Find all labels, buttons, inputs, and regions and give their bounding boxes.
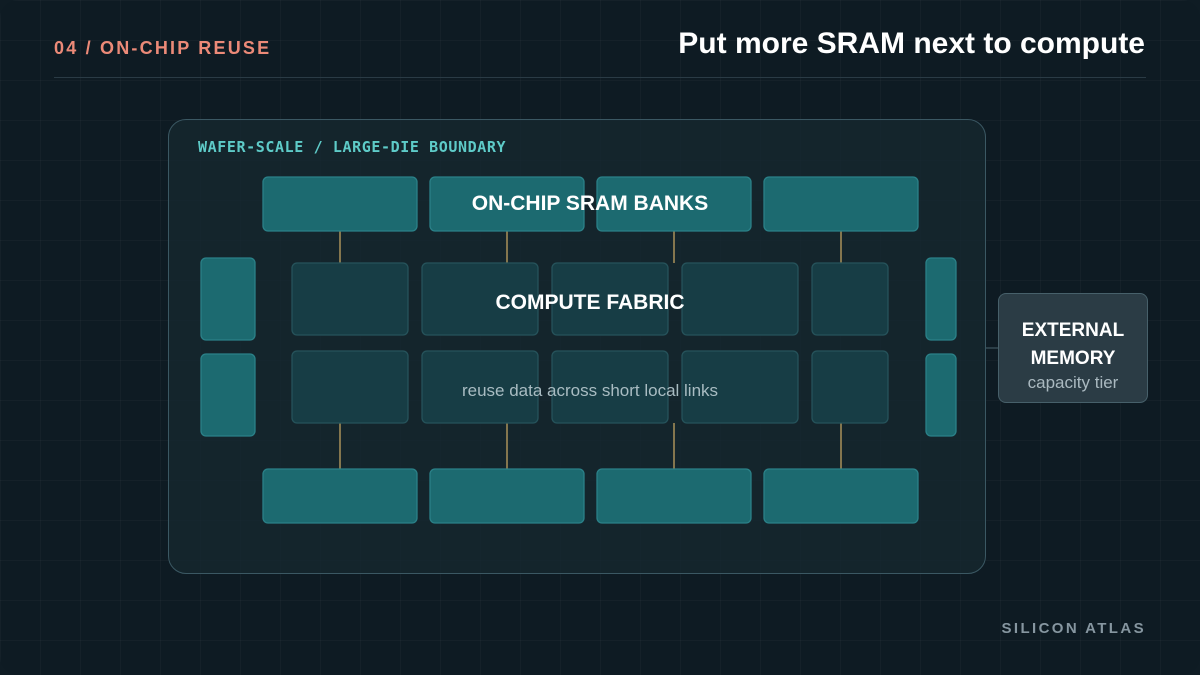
local-links	[339, 231, 842, 469]
compute-tile	[421, 350, 539, 424]
sram-row-top	[262, 176, 919, 232]
sram-bank-side	[925, 353, 957, 437]
compute-tile	[551, 350, 669, 424]
header-divider	[54, 77, 1146, 78]
sram-bank	[596, 468, 752, 524]
brand-logo-text: SILICON ATLAS	[1001, 620, 1146, 637]
sram-side-banks	[200, 257, 957, 437]
compute-grid	[291, 262, 889, 424]
compute-tile	[421, 262, 539, 336]
sram-bank	[763, 176, 919, 232]
compute-tile	[811, 350, 889, 424]
compute-tile	[811, 262, 889, 336]
sram-bank	[262, 176, 418, 232]
sram-bank-side	[200, 257, 256, 341]
external-memory-title: EXTERNAL MEMORY	[1021, 320, 1125, 369]
sram-bank	[429, 468, 585, 524]
compute-tile	[681, 262, 799, 336]
sram-bank	[429, 176, 585, 232]
boundary-label: WAFER-SCALE / LARGE-DIE BOUNDARY	[198, 138, 507, 156]
external-memory-box: EXTERNAL MEMORY capacity tier	[998, 293, 1148, 403]
compute-fabric-label: COMPUTE FABRIC	[496, 291, 685, 314]
section-label: 04 / ON-CHIP REUSE	[54, 38, 272, 58]
sram-row-bottom	[262, 468, 919, 524]
sram-bank	[596, 176, 752, 232]
compute-tile	[291, 262, 409, 336]
sram-bank-side	[925, 257, 957, 341]
sram-bank-side	[200, 353, 256, 437]
compute-tile	[551, 262, 669, 336]
sram-bank	[262, 468, 418, 524]
compute-tile	[291, 350, 409, 424]
sram-banks-label: ON-CHIP SRAM BANKS	[472, 192, 708, 215]
sram-bank	[763, 468, 919, 524]
external-memory-subtitle: capacity tier	[1027, 373, 1119, 392]
page-title: Put more SRAM next to compute	[678, 27, 1145, 60]
compute-tile	[681, 350, 799, 424]
compute-fabric-sublabel: reuse data across short local links	[462, 381, 718, 400]
